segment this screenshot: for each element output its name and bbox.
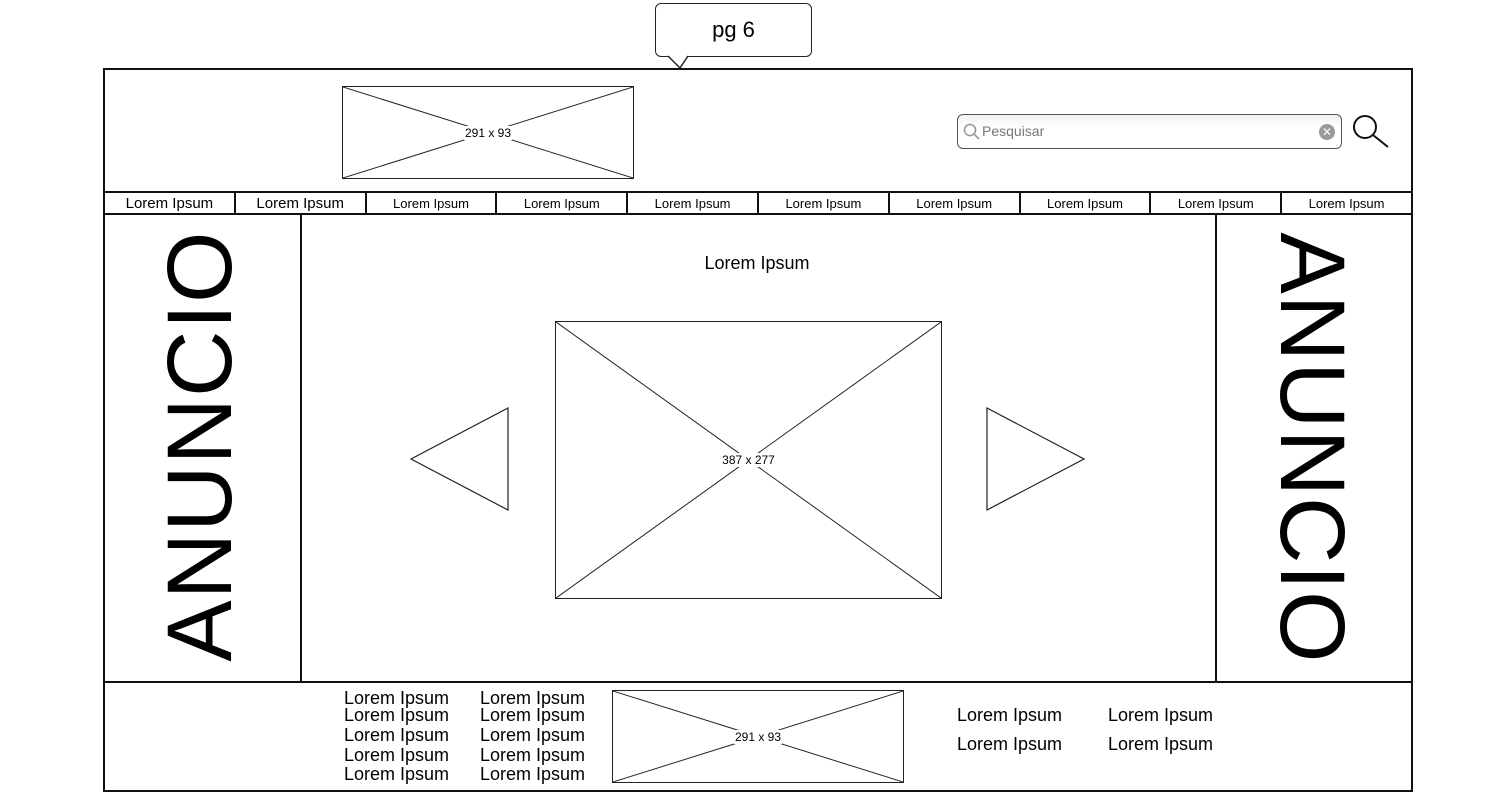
nav-item[interactable]: Lorem Ipsum <box>364 191 496 215</box>
nav-item-label: Lorem Ipsum <box>654 195 731 211</box>
page-callout-label: pg 6 <box>712 17 755 42</box>
page-frame <box>103 68 1413 792</box>
nav-item-label: Lorem Ipsum <box>1177 195 1254 211</box>
nav-item[interactable]: Lorem Ipsum <box>626 191 757 215</box>
carousel-prev-icon[interactable] <box>408 406 512 512</box>
footer-link[interactable]: Lorem Ipsum <box>1108 705 1214 725</box>
footer-link[interactable]: Lorem Ipsum <box>480 764 586 784</box>
search-icon <box>963 123 980 140</box>
footer-link[interactable]: Lorem Ipsum <box>1108 734 1214 754</box>
footer-link[interactable]: Lorem Ipsum <box>344 725 450 745</box>
search-input[interactable] <box>982 115 1312 147</box>
left-ad-banner[interactable]: ANUNCIO <box>149 230 251 662</box>
nav-item[interactable]: Lorem Ipsum <box>887 191 1019 215</box>
nav-item-label: Lorem Ipsum <box>125 194 214 212</box>
logo-size-label: 291 x 93 <box>463 125 513 140</box>
nav-item[interactable]: Lorem Ipsum <box>1280 191 1413 215</box>
nav-item-label: Lorem Ipsum <box>393 195 469 211</box>
carousel-image-placeholder: 387 x 277 <box>555 321 942 599</box>
page-callout: pg 6 <box>655 3 812 57</box>
nav-item-label: Lorem Ipsum <box>256 194 344 212</box>
search-button-icon[interactable] <box>1350 112 1390 152</box>
carousel-next-icon[interactable] <box>984 406 1088 512</box>
nav-item[interactable]: Lorem Ipsum <box>233 191 365 215</box>
nav-item-label: Lorem Ipsum <box>785 195 862 211</box>
footer-link[interactable]: Lorem Ipsum <box>957 734 1063 754</box>
nav-item-label: Lorem Ipsum <box>1047 195 1123 211</box>
nav-item[interactable]: Lorem Ipsum <box>495 191 627 215</box>
nav-item-label: Lorem Ipsum <box>1308 195 1385 211</box>
footer-divider <box>103 681 1413 683</box>
nav-item-label: Lorem Ipsum <box>916 195 993 211</box>
footer-link[interactable]: Lorem Ipsum <box>344 705 450 725</box>
clear-search-icon[interactable]: ✕ <box>1319 124 1335 140</box>
footer-link[interactable]: Lorem Ipsum <box>480 705 586 725</box>
footer-link[interactable]: Lorem Ipsum <box>480 745 586 765</box>
footer-link[interactable]: Lorem Ipsum <box>957 705 1063 725</box>
footer-link[interactable]: Lorem Ipsum <box>344 764 450 784</box>
search-box: ✕ <box>957 114 1342 149</box>
logo-image-placeholder: 291 x 93 <box>342 86 634 179</box>
footer-link[interactable]: Lorem Ipsum <box>344 688 450 708</box>
right-ad-banner[interactable]: ANUNCIO <box>1261 232 1363 664</box>
footer-link[interactable]: Lorem Ipsum <box>480 688 586 708</box>
footer-image-size-label: 291 x 93 <box>733 729 783 744</box>
left-sidebar-divider <box>300 214 302 682</box>
nav-item[interactable]: Lorem Ipsum <box>756 191 888 215</box>
nav-item[interactable]: Lorem Ipsum <box>1149 191 1281 215</box>
nav-item[interactable]: Lorem Ipsum <box>1018 191 1150 215</box>
nav-item-label: Lorem Ipsum <box>523 195 600 211</box>
main-title: Lorem Ipsum <box>704 253 810 273</box>
footer-image-placeholder: 291 x 93 <box>612 690 904 783</box>
main-nav: Lorem Ipsum Lorem Ipsum Lorem Ipsum Lore… <box>103 191 1413 215</box>
carousel-image-size-label: 387 x 277 <box>721 453 776 467</box>
footer-link[interactable]: Lorem Ipsum <box>344 745 450 765</box>
right-sidebar-divider <box>1215 214 1217 682</box>
footer-link[interactable]: Lorem Ipsum <box>480 725 586 745</box>
nav-item[interactable]: Lorem Ipsum <box>103 191 234 215</box>
